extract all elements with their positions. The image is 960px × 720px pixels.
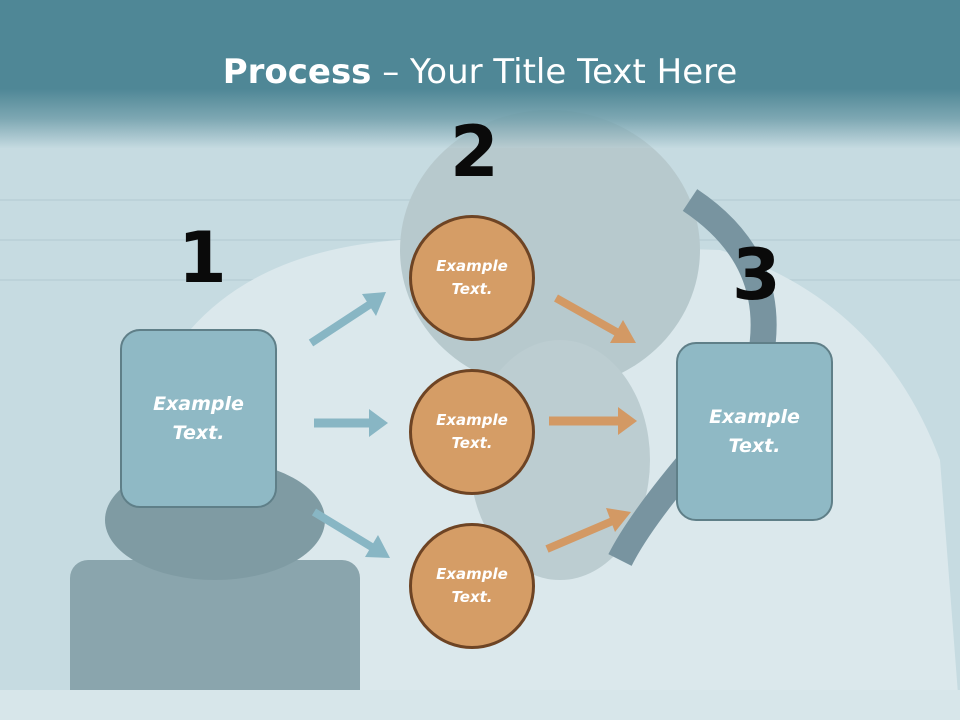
title-rest: – Your Title Text Here [371,52,738,92]
arrow-blue-up [308,292,386,347]
title-bold: Process [222,52,372,92]
title-band [0,0,960,148]
step1-text-line2: Text. [172,421,225,444]
circle-top-text-line1: Example [436,257,508,275]
arrow-orange-down [554,294,636,343]
arrow-blue-middle [314,409,388,437]
circle-middle-text-line1: Example [436,411,508,429]
circle-top-text-line2: Text. [451,280,493,298]
step3-text-line1: Example [709,405,800,428]
step-number-3: 3 [732,234,781,316]
step-number-1: 1 [178,217,227,299]
slide-title: Process – Your Title Text Here [0,52,960,92]
arrow-blue-down [311,508,390,558]
step3-text-line2: Text. [728,434,781,457]
circle-bottom-text-line1: Example [436,565,508,583]
circle-bottom-text-line2: Text. [451,588,493,606]
arrow-orange-up [545,508,631,553]
circle-middle-text-line2: Text. [451,434,493,452]
step1-text-line1: Example [153,392,244,415]
step-number-2: 2 [450,111,499,193]
arrow-orange-middle [549,407,637,435]
